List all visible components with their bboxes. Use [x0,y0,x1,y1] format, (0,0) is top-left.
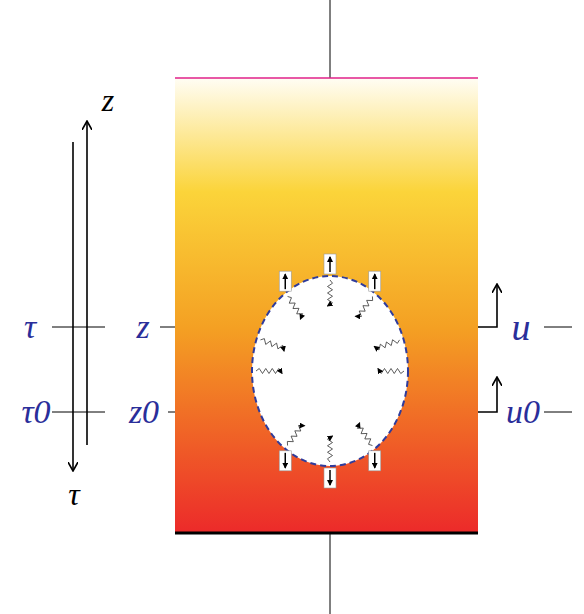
flux-arrow [374,453,376,468]
flux-box [279,451,291,471]
flux-box [324,468,336,488]
radiation-arrow [288,296,303,319]
velocity-label: u [512,308,531,346]
level-label: z0 [129,395,159,429]
level-label: τ0 [21,395,50,429]
level-label: τ [24,310,36,344]
flux-arrow [374,274,376,289]
flux-box [279,271,291,291]
flux-arrow [285,274,287,289]
flux-arrow [329,257,331,272]
flux-box [324,254,336,274]
radiation-arrow [378,369,404,374]
flux-box [369,271,381,291]
radiation-arrow [357,423,372,446]
flux-arrow [285,453,287,468]
radiation-arrow [287,425,304,445]
level-label: z [136,310,149,344]
radiation-arrow [355,296,372,316]
radiation-arrow [328,280,333,306]
axis-label: τ [68,478,79,510]
flux-box [369,451,381,471]
velocity-label: u0 [506,395,540,429]
radiation-arrow [256,369,282,374]
axis-label: z [102,84,114,116]
radiation-arrow [374,340,399,350]
radiation-arrow [260,339,284,351]
radiation-arrow [328,436,333,462]
flux-arrow [329,470,331,485]
